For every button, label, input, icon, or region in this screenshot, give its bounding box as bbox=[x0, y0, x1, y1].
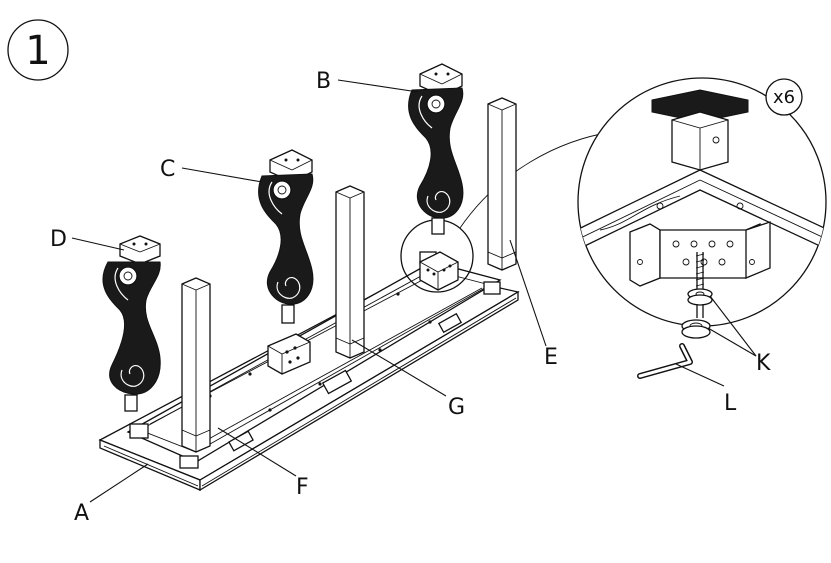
center-bracket bbox=[267, 333, 311, 375]
label-K: K bbox=[756, 351, 771, 376]
part-labels: B C D E F G A K L bbox=[50, 69, 771, 526]
label-L: L bbox=[724, 391, 737, 416]
post-E bbox=[487, 97, 517, 271]
leg-D bbox=[102, 235, 161, 412]
label-C: C bbox=[160, 157, 175, 182]
leg-C bbox=[258, 149, 314, 324]
label-G: G bbox=[448, 395, 465, 420]
label-E: E bbox=[544, 345, 558, 370]
label-A: A bbox=[74, 501, 89, 526]
post-G bbox=[335, 185, 365, 359]
step-number: 1 bbox=[25, 28, 50, 74]
corner-bracket-zoom-source bbox=[400, 131, 613, 293]
leg-B bbox=[408, 63, 464, 235]
allen-key-icon bbox=[637, 343, 693, 379]
label-B: B bbox=[316, 69, 331, 94]
post-F bbox=[181, 277, 211, 453]
detail-zoom-circle: x6 bbox=[577, 77, 827, 327]
leader-lines bbox=[71, 79, 757, 503]
bolt-icon bbox=[681, 252, 713, 339]
label-D: D bbox=[50, 227, 67, 252]
step-badge: 1 bbox=[7, 19, 69, 81]
quantity-label: x6 bbox=[773, 87, 795, 108]
label-F: F bbox=[296, 475, 309, 500]
